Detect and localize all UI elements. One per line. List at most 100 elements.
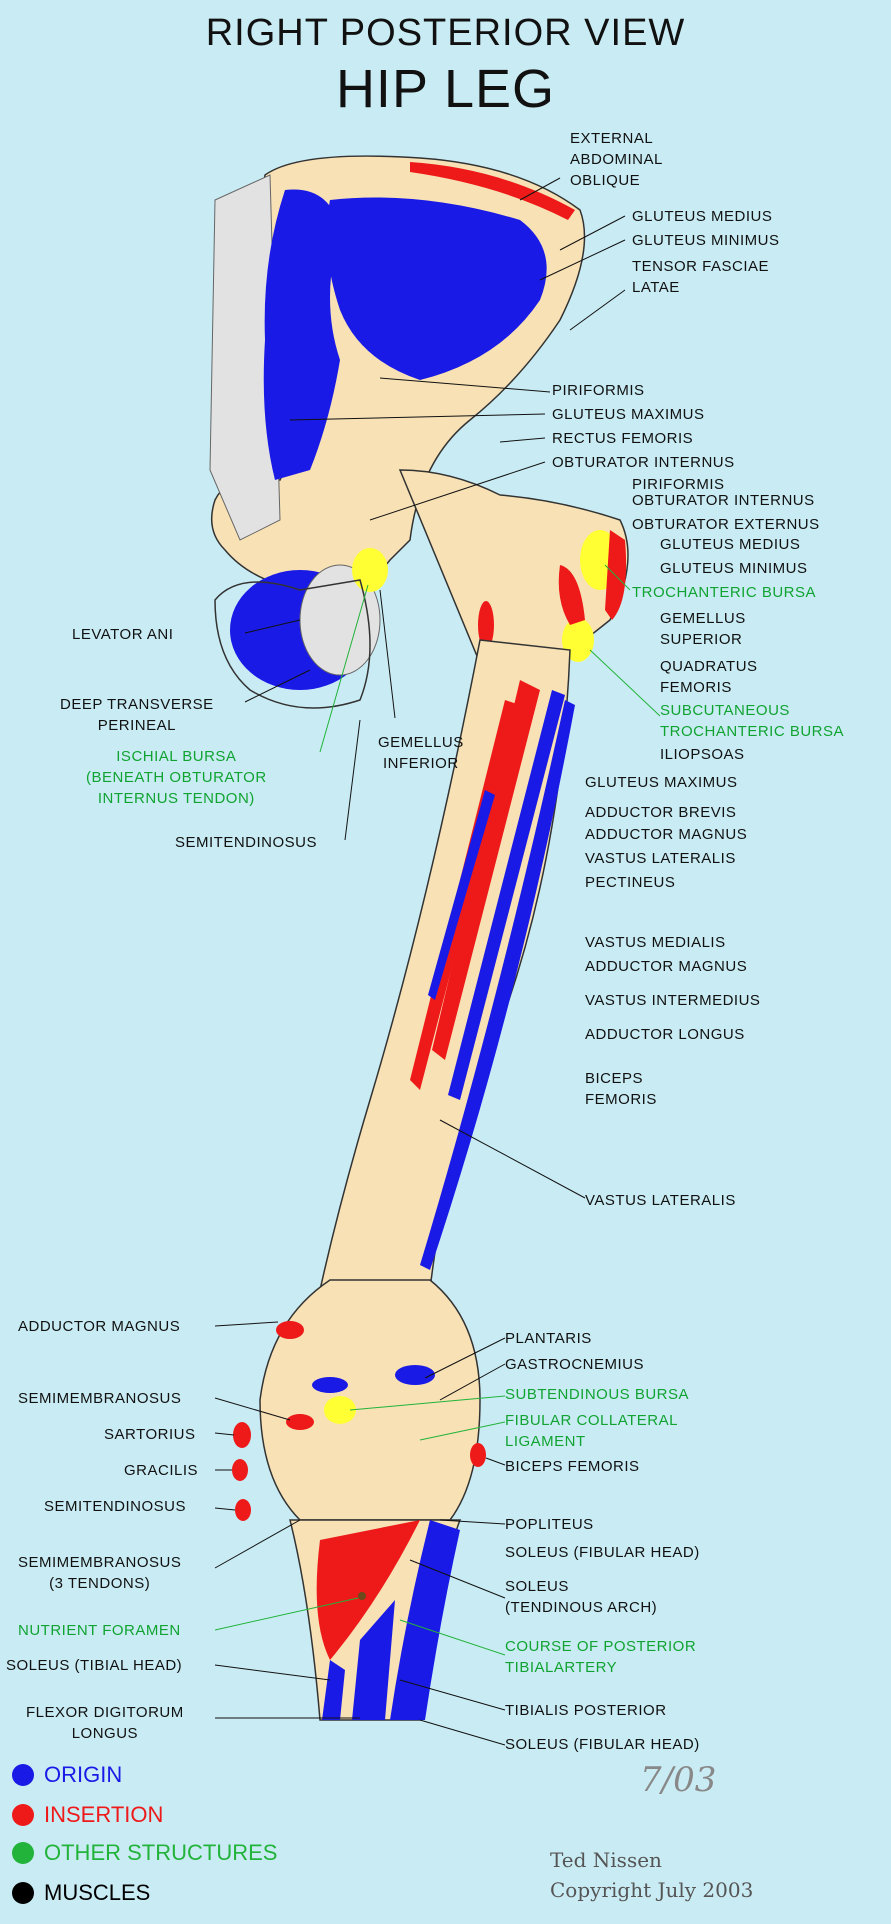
- knee-bone: [259, 1279, 481, 1521]
- legend-insertion: INSERTION: [12, 1800, 163, 1830]
- legend-other-label: OTHER STRUCTURES: [44, 1840, 278, 1865]
- label-tibialis-posterior: TIBIALIS POSTERIOR: [505, 1702, 667, 1719]
- label-biceps-femoris-2: BICEPS FEMORIS: [505, 1458, 640, 1475]
- signature-mark: 7/03: [640, 1760, 717, 1800]
- gluteus-minimus-insertion: [558, 565, 585, 625]
- label-obturator-internus: OBTURATOR INTERNUS: [552, 454, 735, 471]
- linea-aspera-blue-1: [448, 690, 565, 1100]
- legend-muscles-label: MUSCLES: [44, 1880, 151, 1905]
- label-tensor-fasciae-latae: TENSOR FASCIAE LATAE: [632, 258, 770, 296]
- label-rectus-femoris: RECTUS FEMORIS: [552, 430, 694, 447]
- green-leader-lines: [214, 564, 661, 1656]
- label-pectineus: PECTINEUS: [585, 874, 676, 891]
- vastus-lateralis-origin: [420, 700, 575, 1270]
- label-popliteus: POPLITEUS: [505, 1516, 594, 1533]
- label-adductor-brevis: ADDUCTOR BREVIS: [585, 804, 737, 821]
- label-vastus-medialis: VASTUS MEDIALIS: [585, 934, 726, 951]
- label-deep-transverse-perineal: DEEP TRANSVERSE PERINEAL: [60, 696, 214, 734]
- label-piriformis: PIRIFORMIS: [552, 382, 645, 399]
- label-gastrocnemius: GASTROCNEMIUS: [505, 1356, 645, 1373]
- title-line2: HIP LEG: [335, 59, 556, 119]
- label-adductor-magnus-left: ADDUCTOR MAGNUS: [18, 1318, 181, 1335]
- subtendinous-bursa: [324, 1396, 356, 1424]
- label-subcutaneous-trochanteric-bursa: SUBCUTANEOUS TROCHANTERIC BURSA: [660, 702, 845, 740]
- label-semimembranosus-3-tendons: SEMIMEMBRANOSUS (3 TENDONS): [18, 1554, 182, 1592]
- label-ischial-bursa: ISCHIAL BURSA (BENEATH OBTURATOR INTERNU…: [86, 748, 267, 807]
- label-obturator-internus-2: OBTURATOR INTERNUS: [632, 492, 815, 509]
- label-biceps-femoris: BICEPS FEMORIS: [585, 1070, 657, 1108]
- label-adductor-magnus: ADDUCTOR MAGNUS: [585, 826, 748, 843]
- label-plantaris: PLANTARIS: [505, 1330, 592, 1347]
- label-nutrient-foramen: NUTRIENT FORAMEN: [18, 1622, 181, 1639]
- label-piriformis-2: PIRIFORMIS: [632, 476, 725, 493]
- label-gluteus-minimus: GLUTEUS MINIMUS: [632, 232, 780, 249]
- legend-origin-label: ORIGIN: [44, 1762, 123, 1787]
- legend-dot-insertion: [12, 1804, 34, 1826]
- gastrocnemius-origin: [395, 1365, 435, 1385]
- label-course-posterior-tibial-artery: COURSE OF POSTERIOR TIBIALARTERY: [505, 1638, 697, 1676]
- sartorius-insertion: [233, 1422, 251, 1448]
- legend-dot-other: [12, 1842, 34, 1864]
- label-semitendinosus: SEMITENDINOSUS: [175, 834, 318, 851]
- label-adductor-magnus-2: ADDUCTOR MAGNUS: [585, 958, 748, 975]
- label-gluteus-medius-2: GLUTEUS MEDIUS: [660, 536, 801, 553]
- label-vastus-intermedius: VASTUS INTERMEDIUS: [585, 992, 761, 1009]
- label-soleus-tibial-head: SOLEUS (TIBIAL HEAD): [6, 1657, 183, 1674]
- legend-insertion-label: INSERTION: [44, 1802, 164, 1827]
- gluteus-maximus-origin: [263, 189, 340, 480]
- gracilis-insertion: [232, 1459, 248, 1481]
- label-semimembranosus: SEMIMEMBRANOSUS: [18, 1390, 182, 1407]
- semitendinosus-insertion: [235, 1499, 251, 1521]
- legend-origin: ORIGIN: [12, 1760, 122, 1790]
- label-vastus-lateralis-2: VASTUS LATERALIS: [585, 1192, 736, 1209]
- semimembranosus-insertion: [286, 1414, 314, 1430]
- label-gluteus-minimus-2: GLUTEUS MINIMUS: [660, 560, 808, 577]
- label-obturator-externus: OBTURATOR EXTERNUS: [632, 516, 820, 533]
- tibialis-posterior-origin: [390, 1520, 460, 1720]
- biceps-femoris-insertion: [470, 1443, 486, 1467]
- sacrum-gray: [209, 174, 281, 541]
- label-fibular-collateral-ligament: FIBULAR COLLATERAL LIGAMENT: [505, 1412, 678, 1450]
- label-levator-ani: LEVATOR ANI: [72, 626, 174, 643]
- label-subtendinous-bursa: SUBTENDINOUS BURSA: [505, 1386, 690, 1403]
- label-gemellus-superior: GEMELLUS SUPERIOR: [660, 610, 746, 648]
- flexor-digitorum-origin: [352, 1600, 395, 1720]
- legend-dot-origin: [12, 1764, 34, 1786]
- ischial-bursa: [352, 548, 388, 592]
- label-trochanteric-bursa: TROCHANTERIC BURSA: [632, 584, 817, 601]
- popliteus-insertion: [316, 1520, 420, 1660]
- linea-aspera-red-1: [432, 680, 540, 1060]
- label-soleus-tendinous-arch: SOLEUS (TENDINOUS ARCH): [505, 1578, 658, 1616]
- label-external-abdominal-oblique: EXTERNAL ABDOMINAL OBLIQUE: [570, 130, 663, 189]
- label-gluteus-maximus: GLUTEUS MAXIMUS: [552, 406, 705, 423]
- label-gracilis: GRACILIS: [124, 1462, 199, 1479]
- label-iliopsoas: ILIOPSOAS: [660, 746, 745, 763]
- gastrocnemius-origin-2: [312, 1377, 348, 1393]
- credit-name: Ted Nissen: [550, 1848, 662, 1872]
- label-quadratus-femoris: QUADRATUS FEMORIS: [660, 658, 758, 696]
- label-gluteus-maximus-2: GLUTEUS MAXIMUS: [585, 774, 738, 791]
- label-flexor-digitorum-longus: FLEXOR DIGITORUM LONGUS: [26, 1704, 184, 1742]
- signature: 7/03: [640, 1760, 716, 1800]
- legend-muscles: MUSCLES: [12, 1878, 150, 1908]
- external-oblique-insertion: [410, 162, 575, 220]
- label-semitendinosus-left: SEMITENDINOSUS: [44, 1498, 187, 1515]
- legend-dot-muscles: [12, 1882, 34, 1904]
- legend-other-structures: OTHER STRUCTURES: [12, 1838, 277, 1868]
- linea-aspera-blue-2: [428, 790, 495, 1000]
- label-gluteus-medius: GLUTEUS MEDIUS: [632, 208, 773, 225]
- label-soleus-fibular-head-2: SOLEUS (FIBULAR HEAD): [505, 1736, 700, 1753]
- gluteus-medius-origin: [326, 197, 547, 380]
- label-sartorius: SARTORIUS: [104, 1426, 196, 1443]
- leader-lines: [214, 177, 626, 1746]
- nutrient-foramen: [358, 1592, 366, 1600]
- label-vastus-lateralis: VASTUS LATERALIS: [585, 850, 736, 867]
- label-soleus-fibular-head: SOLEUS (FIBULAR HEAD): [505, 1544, 700, 1561]
- soleus-tibial-origin: [322, 1660, 345, 1720]
- adductor-magnus-insertion: [276, 1321, 304, 1339]
- label-adductor-longus: ADDUCTOR LONGUS: [585, 1026, 745, 1043]
- label-gemellus-inferior: GEMELLUS INFERIOR: [378, 734, 464, 772]
- iliopsoas-insertion: [478, 601, 494, 649]
- credit-copyright: Copyright July 2003: [550, 1878, 754, 1902]
